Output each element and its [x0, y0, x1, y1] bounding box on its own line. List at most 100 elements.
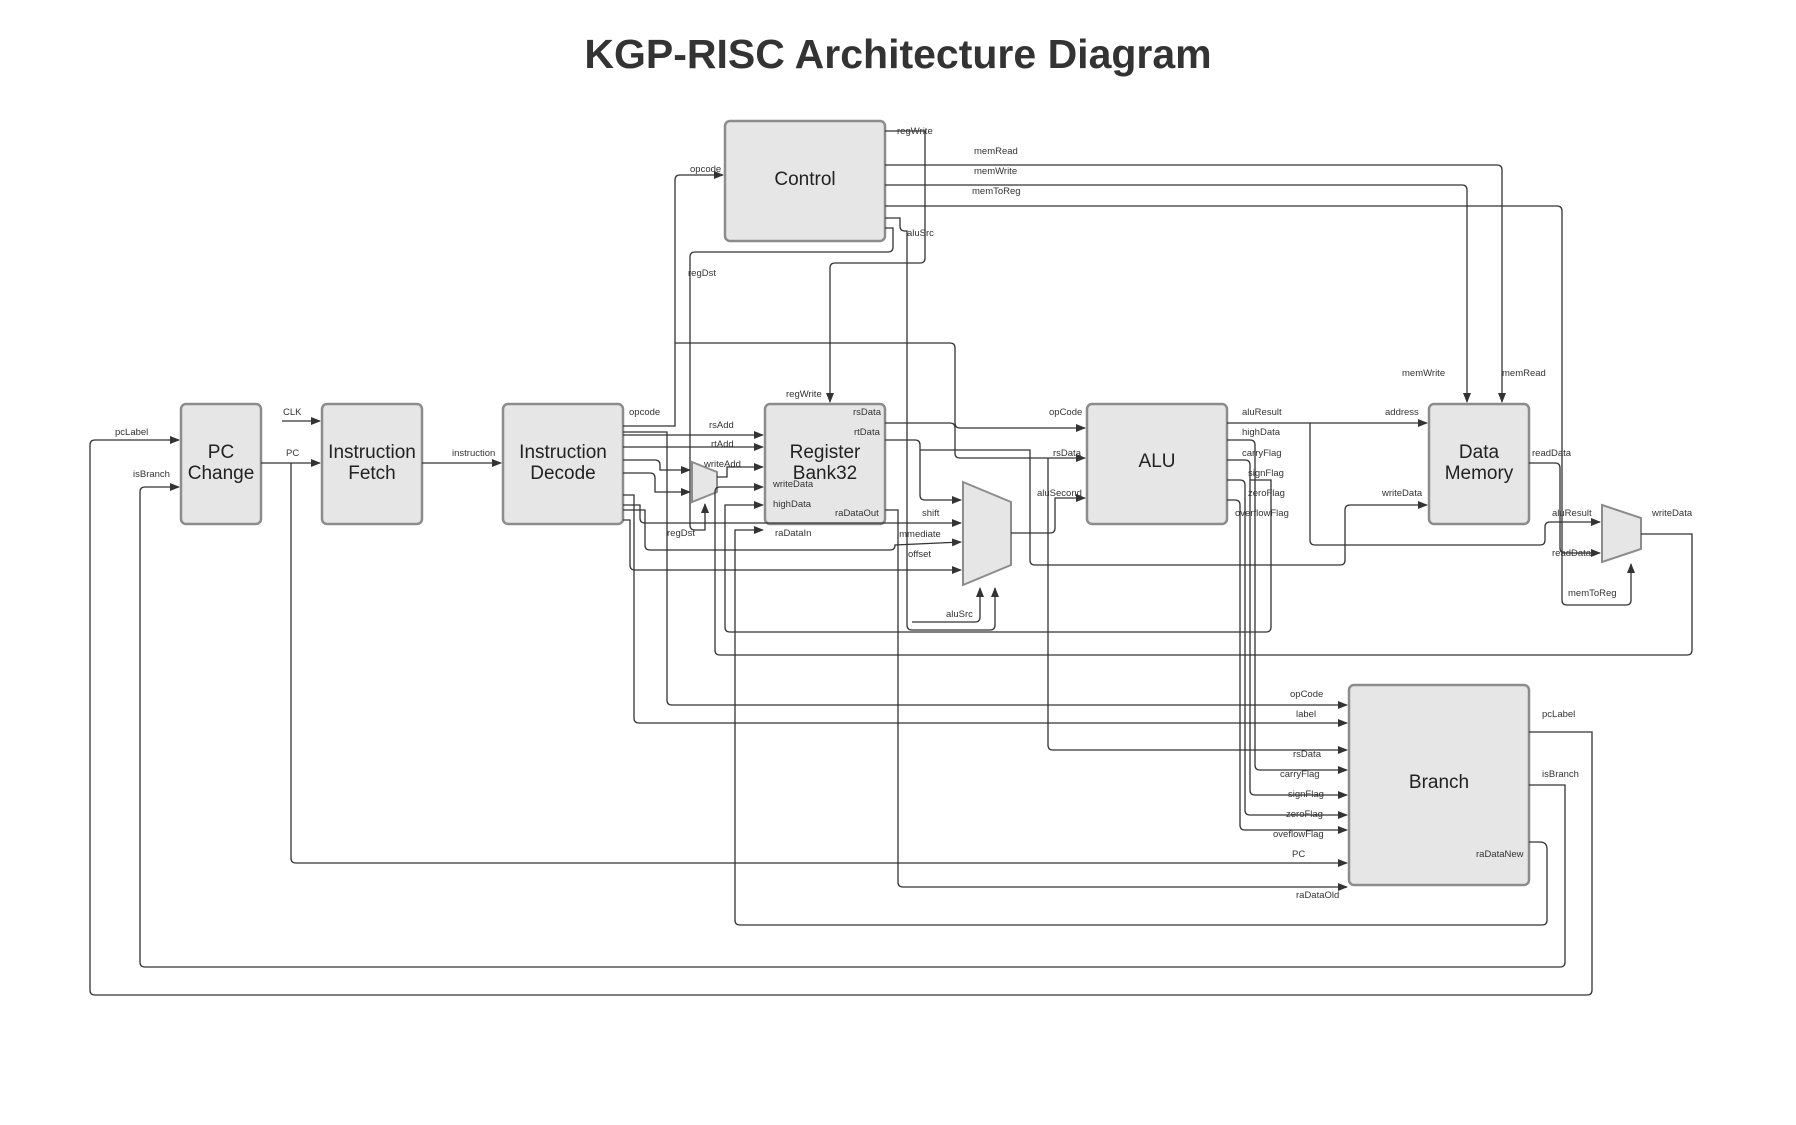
label-opcode-control: opcode	[690, 164, 721, 175]
label-writedata-bank: writeData	[772, 479, 814, 490]
instruction-fetch-label-line2: Fetch	[348, 463, 396, 484]
wire-memread	[885, 164, 1506, 403]
wire-rsdata-to-branch	[1047, 458, 1348, 754]
wire-radatanew	[734, 526, 1548, 926]
diagram-title: KGP-RISC Architecture Diagram	[584, 31, 1211, 77]
wire-memwrite	[885, 184, 1471, 403]
label-readdata-mem: readData	[1532, 448, 1572, 459]
label-shift: shift	[922, 508, 940, 519]
control-label: Control	[774, 169, 835, 190]
label-regwrite-control: regWrite	[897, 126, 933, 137]
regdst-mux	[691, 460, 718, 504]
pc-change-label-line2: Change	[188, 463, 255, 484]
data-memory-label-line2: Memory	[1445, 463, 1514, 484]
wire-immediate	[623, 509, 962, 551]
label-rtdata: rtData	[854, 427, 881, 438]
label-opcode-branch: opCode	[1290, 689, 1323, 700]
label-immediate: immediate	[897, 529, 941, 540]
label-label-branch: label	[1296, 709, 1316, 720]
label-address: address	[1385, 407, 1419, 418]
wire-rtdata-memory	[920, 449, 1428, 566]
label-opcode-decode: opcode	[629, 407, 660, 418]
label-aluresult-alu: aluResult	[1242, 407, 1282, 418]
wire-readdata	[1529, 462, 1601, 557]
label-clk: CLK	[283, 407, 302, 418]
label-carryflag-alu: carryFlag	[1242, 448, 1282, 459]
wire-alusecond	[1011, 494, 1086, 534]
wire-carryflag	[1227, 439, 1348, 774]
instruction-decode-label-line2: Decode	[530, 463, 596, 484]
label-pclabel: pcLabel	[115, 427, 148, 438]
wire-alusrc	[885, 217, 999, 631]
label-instruction: instruction	[452, 448, 495, 459]
label-pc: PC	[286, 448, 299, 459]
label-regdst-mux: regDst	[667, 528, 695, 539]
wire-zeroflag	[1227, 479, 1348, 819]
label-radataout: raDataOut	[835, 508, 879, 519]
label-aluresult-mux: aluResult	[1552, 508, 1592, 519]
wire-regwrite	[826, 130, 926, 403]
label-carryflag-branch: carryFlag	[1280, 769, 1320, 780]
wire-rsdata	[885, 422, 1086, 462]
label-radatanew: raDataNew	[1476, 849, 1524, 860]
label-overflowflag-alu: overflowFlag	[1235, 508, 1289, 519]
wire-writedata-loop	[714, 483, 1693, 656]
wire-alusrc-b	[912, 587, 984, 623]
label-zeroflag-branch: zeroFlag	[1286, 809, 1323, 820]
wire-label-to-branch	[623, 494, 1348, 727]
label-rsdata-branch: rsData	[1293, 749, 1322, 760]
label-signflag-branch: signFlag	[1288, 789, 1324, 800]
label-memread: memRead	[974, 146, 1018, 157]
wire-mux-in-a	[623, 459, 691, 474]
register-bank-label-line2: Bank32	[793, 463, 857, 484]
wire-signflag	[1227, 459, 1348, 799]
label-regdst-control: regDst	[688, 268, 716, 279]
label-rsdata-alu: rsData	[1053, 448, 1082, 459]
label-isbranch: isBranch	[133, 469, 170, 480]
alu-label: ALU	[1139, 451, 1176, 472]
label-alusrc-control: aluSrc	[907, 228, 934, 239]
alu-block: ALU	[1085, 402, 1229, 526]
pc-change-label-line1: PC	[208, 442, 234, 463]
wire-rtdata	[885, 439, 962, 504]
label-memread-mem: memRead	[1502, 368, 1546, 379]
label-alusrc-mux: aluSrc	[946, 609, 973, 620]
label-alusecond: aluSecond	[1037, 488, 1082, 499]
wire-pc-to-branch	[290, 463, 1348, 867]
label-readdata-mux: readData	[1552, 548, 1592, 559]
register-bank-label-line1: Register	[790, 442, 861, 463]
branch-label: Branch	[1409, 772, 1469, 793]
label-pclabel-branch: pcLabel	[1542, 709, 1575, 720]
label-memtoreg-mux: memToReg	[1568, 588, 1617, 599]
label-pc-branch: PC	[1292, 849, 1305, 860]
wire-mux-in-b	[623, 472, 691, 496]
label-zeroflag-alu: zeroFlag	[1248, 488, 1285, 499]
label-rtadd: rtAdd	[711, 439, 734, 450]
label-rsadd: rsAdd	[709, 420, 734, 431]
alusrc-mux	[962, 480, 1012, 587]
instruction-decode-label-line1: Instruction	[519, 442, 607, 463]
wire-regdst	[689, 227, 894, 531]
wire-highdata	[724, 479, 1272, 633]
wire-overflowflag	[1227, 499, 1348, 834]
label-opcode-alu: opCode	[1049, 407, 1082, 418]
label-signflag-alu: signFlag	[1248, 468, 1284, 479]
wire-offset	[623, 519, 962, 574]
control-block: Control	[723, 119, 887, 243]
label-writeadd: writeAdd	[703, 459, 741, 470]
label-isbranch-branch: isBranch	[1542, 769, 1579, 780]
wire-writeadd	[717, 463, 764, 478]
label-memtoreg: memToReg	[972, 186, 1021, 197]
label-rsdata-bank: rsData	[853, 407, 882, 418]
label-oveflowflag-branch: oveflowFlag	[1273, 829, 1324, 840]
label-writedata-mux: writeData	[1651, 508, 1693, 519]
wire-opcode-to-alu	[675, 342, 1086, 432]
label-memwrite: memWrite	[974, 166, 1017, 177]
